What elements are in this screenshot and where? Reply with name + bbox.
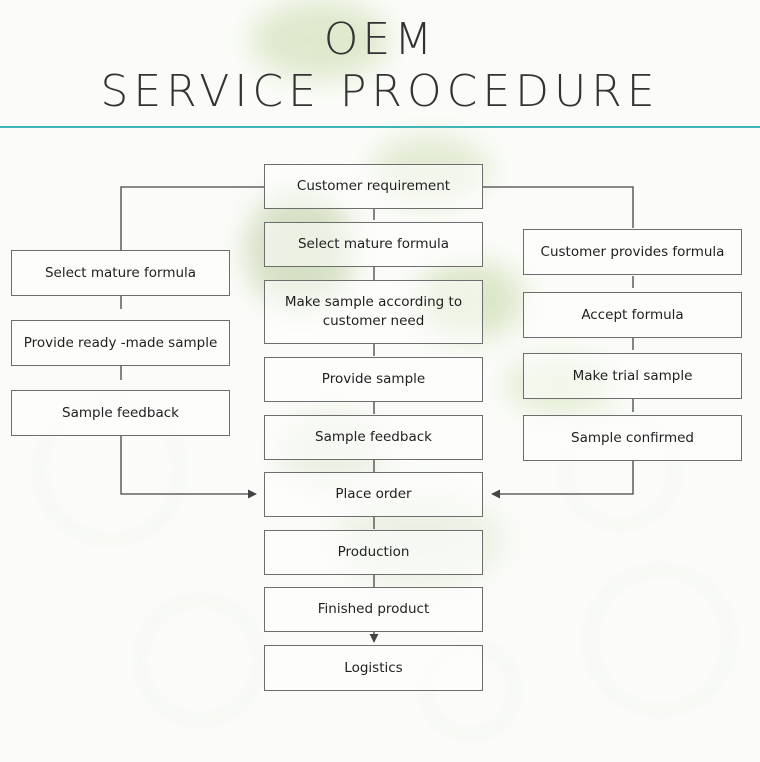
node-center-sample-feedback: Sample feedback	[264, 415, 483, 460]
node-center-provide-sample: Provide sample	[264, 357, 483, 402]
node-finished-product: Finished product	[264, 587, 483, 632]
title-divider	[0, 126, 760, 128]
connector-right-to-order	[491, 461, 634, 499]
connector-start-to-right	[483, 186, 634, 228]
node-right-make-trial-sample: Make trial sample	[523, 353, 742, 399]
node-left-provide-ready-made-sample: Provide ready -made sample	[11, 320, 230, 366]
node-left-sample-feedback: Sample feedback	[11, 390, 230, 436]
node-customer-requirement: Customer requirement	[264, 164, 483, 209]
page-title-line-2: SERVICE PROCEDURE	[100, 66, 660, 117]
node-right-customer-provides-formula: Customer provides formula	[523, 229, 742, 275]
page-title-line-1: OEM	[323, 14, 437, 65]
node-right-sample-confirmed: Sample confirmed	[523, 415, 742, 461]
node-right-accept-formula: Accept formula	[523, 292, 742, 338]
node-center-make-sample: Make sample according to customer need	[264, 280, 483, 344]
node-place-order: Place order	[264, 472, 483, 517]
node-logistics: Logistics	[264, 645, 483, 691]
connector-left-to-order	[120, 436, 257, 499]
connector-start-to-left	[120, 186, 264, 250]
node-center-select-mature-formula: Select mature formula	[264, 222, 483, 267]
node-left-select-mature-formula: Select mature formula	[11, 250, 230, 296]
node-production: Production	[264, 530, 483, 575]
